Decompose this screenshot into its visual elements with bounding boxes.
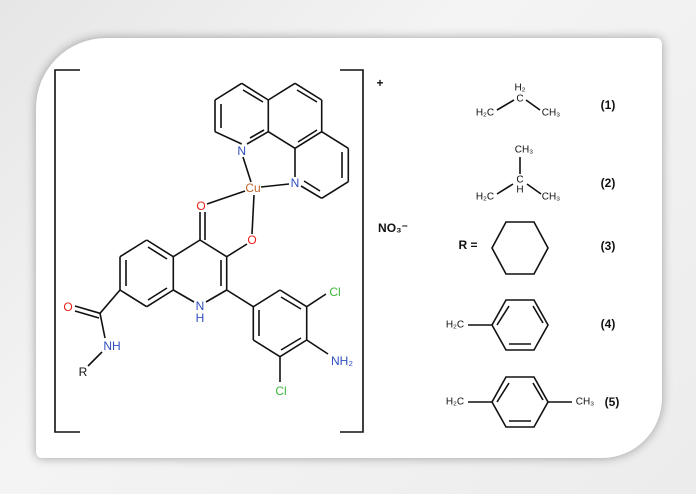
phenolate-oxygen: O [247, 233, 256, 247]
svg-text:H₂: H₂ [514, 83, 525, 94]
substituent-3-cyclohexyl: (3) [491, 221, 616, 275]
carbonyl-oxygen: O [196, 199, 205, 213]
svg-text:CH₃: CH₃ [542, 108, 561, 119]
substituent-number: (2) [601, 176, 616, 190]
substituent-number: (3) [601, 239, 616, 253]
nitrogen-atom: N [291, 176, 300, 190]
svg-text:CH₃: CH₃ [515, 145, 534, 156]
complex-charge: + [376, 76, 383, 90]
left-bracket [54, 69, 80, 433]
amide-nh: NH [103, 339, 120, 353]
quinolinone-core [74, 212, 329, 382]
ring-hydrogen: H [196, 311, 205, 325]
amide-oxygen: O [63, 300, 72, 314]
svg-text:C: C [516, 175, 523, 186]
substituent-number: (1) [601, 98, 616, 112]
ring-nitrogen: N [196, 299, 205, 313]
amino-group: NH₂ [331, 354, 353, 368]
substituent-number: (5) [605, 395, 620, 409]
substituent-5-methylbenzyl: H₂C CH₃ (5) [446, 376, 620, 428]
nitrate-counterion: NO₃⁻ [378, 221, 408, 235]
r-definition-label: R = [458, 238, 477, 252]
nitrogen-atom: N [237, 144, 246, 158]
svg-text:CH₃: CH₃ [576, 397, 595, 408]
svg-text:H₂C: H₂C [476, 108, 494, 119]
phenanthroline-ligand [214, 82, 350, 199]
right-bracket [340, 69, 364, 433]
substituent-number: (4) [601, 317, 616, 331]
svg-text:C: C [516, 94, 523, 105]
substituent-2-isopropyl: H₂C CH₃ C H CH₃ (2) [476, 145, 616, 203]
svg-text:CH₃: CH₃ [542, 192, 561, 203]
svg-text:H: H [516, 185, 523, 196]
svg-text:H₂C: H₂C [446, 397, 464, 408]
chlorine-atom: Cl [275, 384, 286, 398]
chlorine-atom: Cl [329, 285, 340, 299]
svg-text:H₂C: H₂C [476, 192, 494, 203]
substituent-4-benzyl: H₂C (4) [446, 299, 616, 351]
figure-card [36, 38, 662, 458]
copper-atom: Cu [245, 181, 260, 195]
substituent-1-propyl: H₂C H₂ C CH₃ (1) [476, 83, 616, 119]
svg-text:H₂C: H₂C [446, 320, 464, 331]
r-group: R [79, 365, 88, 379]
